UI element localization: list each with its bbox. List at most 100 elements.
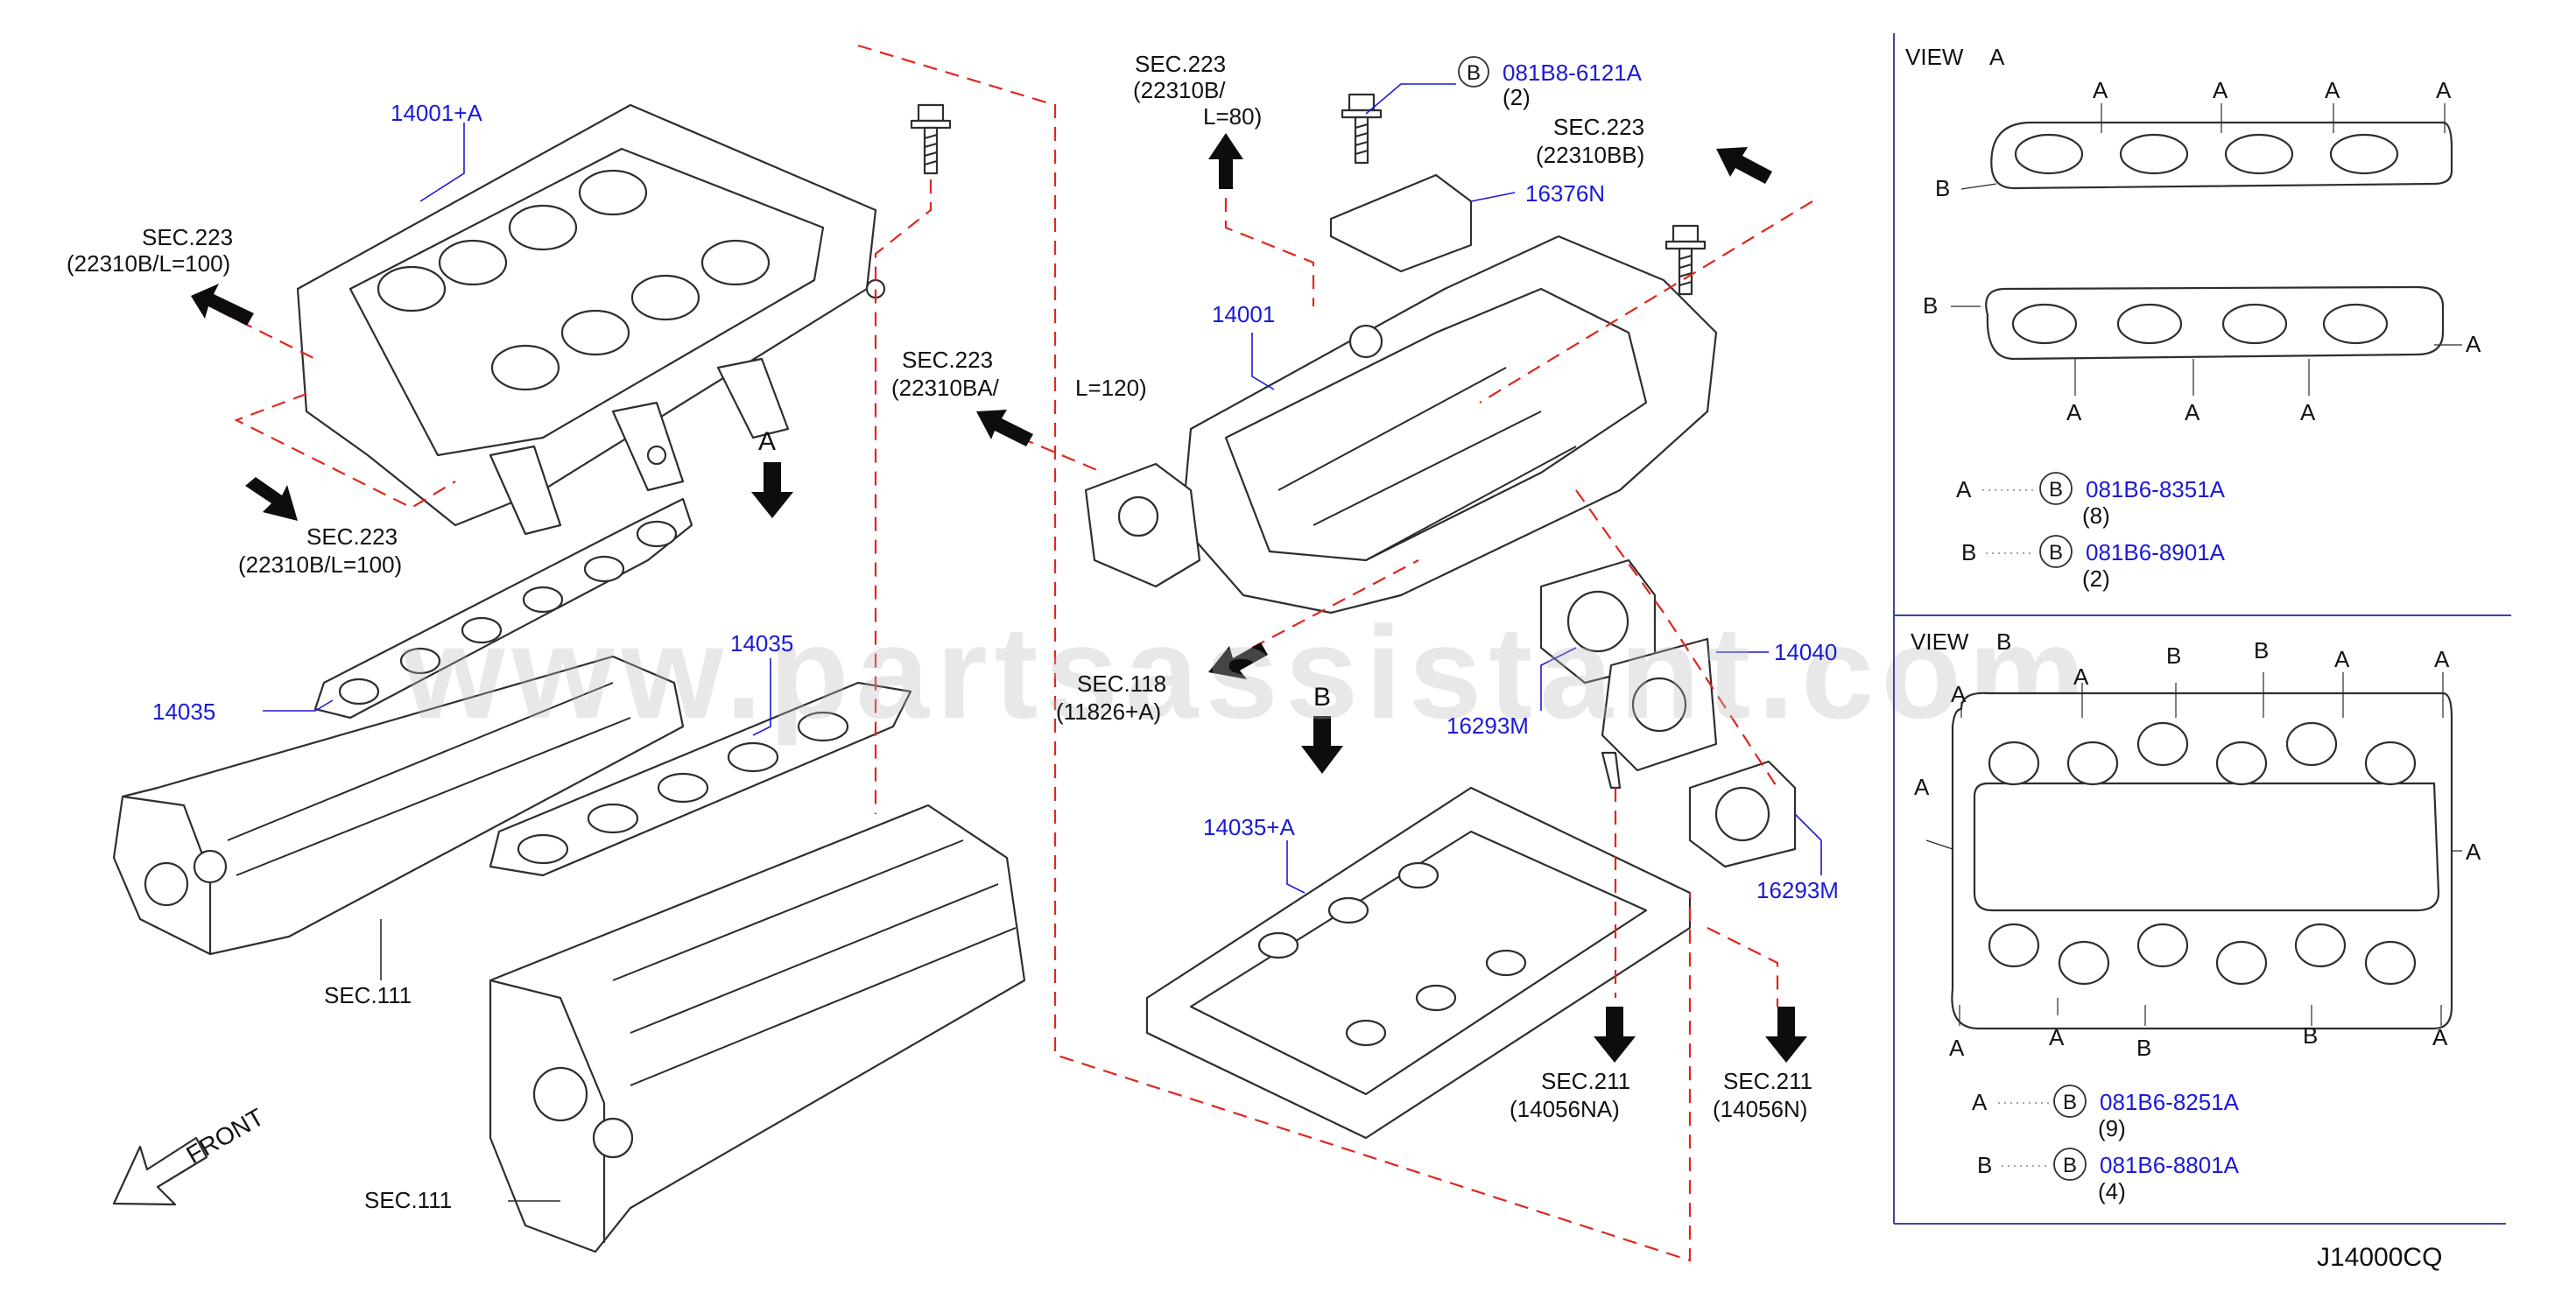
view-b-legend-2-key: B: [1977, 1152, 1992, 1178]
sec223-bb-line1: SEC.223: [1553, 114, 1644, 140]
bolt-right: [1665, 224, 1707, 296]
view-b-b1: B: [2166, 642, 2181, 669]
view-b-legend-1-circle: B: [2063, 1091, 2077, 1114]
callout-14035-mid: 14035: [730, 630, 793, 657]
adapter-14040[interactable]: [1601, 637, 1718, 790]
view-b-legend-1-qty: (9): [2098, 1115, 2126, 1141]
view-b-a4: A: [2434, 646, 2450, 672]
view-a-legend-2-part: 081B6-8901A: [2086, 539, 2226, 565]
view-a-gasket-bottom: [1985, 285, 2445, 361]
view-b-legend-1-part: 081B6-8251A: [2100, 1089, 2240, 1115]
dash-l80: [1224, 175, 1315, 306]
arrow-sec223-l100-top: [191, 284, 254, 326]
dash-left-box: [234, 392, 456, 509]
view-a-b1: B: [1935, 175, 1950, 201]
upper-intake-manifold[interactable]: [296, 103, 886, 536]
view-a-title: VIEW: [1905, 44, 1964, 70]
callout-bolt-top: 081B8-6121A: [1503, 60, 1643, 86]
view-b-a8: A: [2049, 1024, 2065, 1050]
bolt-left: [910, 103, 952, 175]
view-b-title: VIEW: [1911, 628, 1969, 655]
sec223-l100-bot-line2: (22310B/L=100): [238, 551, 402, 578]
callout-bolt-top-qty: (2): [1503, 84, 1531, 110]
dash-sec223-top: [218, 310, 316, 360]
view-b-marker: B: [1313, 683, 1331, 712]
diagram-id: J14000CQ: [2317, 1243, 2442, 1272]
dash-front-box: [857, 44, 1692, 1262]
view-b-bolt-markers: [1925, 672, 2462, 1026]
dash-sec211-n: [1707, 927, 1779, 1007]
gasket-14035a[interactable]: [1145, 786, 1692, 1140]
view-b-gasket: [1951, 692, 2453, 1030]
gasket-14035-mid[interactable]: [489, 681, 912, 877]
view-b-b2: B: [2254, 637, 2269, 664]
view-panel-frame: [1893, 33, 2511, 1225]
callout-14040: 14040: [1774, 639, 1837, 665]
view-a-legend-row-1: A B 081B6-8351A (8): [1956, 472, 2226, 529]
arrow-view-b: [1301, 716, 1343, 774]
view-b-a1: A: [1951, 681, 1967, 707]
view-b-letter: B: [1996, 628, 2011, 655]
sec223-ba-line2: (22310BA/: [891, 375, 1000, 401]
view-b-a3: A: [2334, 646, 2350, 672]
callout-14035a: 14035+A: [1203, 814, 1295, 840]
view-a-a7: A: [2185, 399, 2200, 425]
gasket-14035-left[interactable]: [313, 497, 693, 720]
arrow-sec223-l80: [1208, 133, 1243, 189]
dash-bb: [1479, 200, 1813, 404]
arrow-sec211-n: [1765, 1007, 1807, 1063]
view-a-b2: B: [1923, 292, 1938, 319]
intake-manifold-14001[interactable]: [1084, 235, 1718, 614]
sec118-line2: (11826+A): [1056, 699, 1161, 725]
view-a-a3: A: [2325, 77, 2340, 103]
dash-sec223-ba: [1019, 436, 1104, 474]
arrow-sec223-bb: [1716, 147, 1772, 184]
view-a-letter: A: [1989, 44, 2005, 70]
callout-16293m-2: 16293M: [1756, 877, 1839, 903]
watermark: www.partsassistant.com: [402, 599, 2092, 746]
circle-b-marker: [1458, 56, 1489, 88]
callout-14035-left: 14035: [152, 699, 215, 725]
sec111-a: SEC.111: [324, 982, 412, 1008]
view-a-a6: A: [2066, 399, 2082, 425]
view-a-legend-1-key: A: [1956, 476, 1972, 502]
sec223-ba-line3: L=120): [1075, 375, 1147, 401]
sec223-l80-line3: L=80): [1203, 103, 1262, 130]
sec223-l80-line2: (22310B/: [1133, 77, 1226, 103]
front-arrow-icon: [112, 1136, 208, 1206]
sec211-na-line1: SEC.211: [1541, 1068, 1630, 1094]
view-a-legend-row-2: B B 081B6-8901A (2): [1961, 535, 2226, 592]
bolt-top: [1341, 93, 1383, 165]
view-b-legend-2-circle: B: [2063, 1154, 2077, 1177]
view-a-bolt-markers: [1951, 103, 2462, 396]
callout-14001a: 14001+A: [391, 100, 482, 126]
sec223-l100-bot-line1: SEC.223: [306, 523, 398, 550]
gasket-16293m-upper[interactable]: [1539, 558, 1657, 685]
sec118-line1: SEC.118: [1077, 671, 1166, 697]
gasket-16293m-lower[interactable]: [1688, 760, 1797, 868]
circle-b-letter: B: [1467, 61, 1481, 85]
sec211-n-line2: (14056N): [1713, 1096, 1807, 1122]
view-b-legend-row-1: A B 081B6-8251A (9): [1972, 1085, 2240, 1141]
bracket-16376n[interactable]: [1329, 173, 1473, 273]
view-b-legend-1-key: A: [1972, 1089, 1988, 1115]
sec223-l100-top-line1: SEC.223: [142, 224, 233, 250]
cylinder-head-left[interactable]: [112, 655, 685, 956]
sec211-na-line2: (14056NA): [1510, 1096, 1620, 1122]
arrow-view-a: [751, 462, 793, 518]
sec211-n-line1: SEC.211: [1723, 1068, 1812, 1094]
view-a-a2: A: [2213, 77, 2228, 103]
view-b-legend-row-2: B B 081B6-8801A (4): [1977, 1148, 2240, 1204]
view-a-legend-2-circle: B: [2049, 541, 2063, 565]
view-b-a6: A: [2466, 839, 2481, 865]
view-b-a7: A: [1949, 1035, 1965, 1061]
cylinder-head-right[interactable]: [489, 804, 1026, 1253]
sec223-ba-line1: SEC.223: [902, 347, 993, 373]
view-a-a8: A: [2300, 399, 2316, 425]
arrow-sec118: [1208, 642, 1268, 679]
sec223-l80-line1: SEC.223: [1135, 51, 1226, 77]
view-b-legend-2-part: 081B6-8801A: [2100, 1152, 2240, 1178]
arrow-sec211-na: [1594, 1007, 1636, 1063]
arrow-sec223-ba: [976, 410, 1033, 446]
